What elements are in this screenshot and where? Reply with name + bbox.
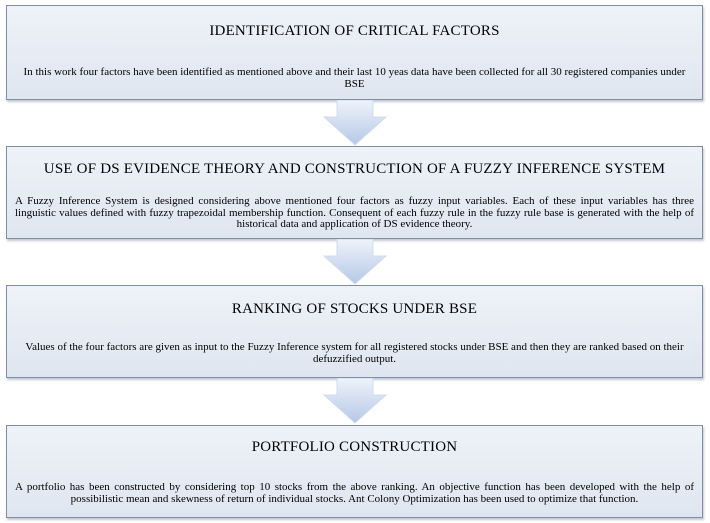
step-box-ds-evidence-fis: USE OF DS EVIDENCE THEORY AND CONSTRUCTI…: [6, 146, 703, 239]
step-box-portfolio: PORTFOLIO CONSTRUCTION A portfolio has b…: [6, 425, 703, 518]
down-arrow-icon: [322, 378, 388, 424]
step-title: IDENTIFICATION OF CRITICAL FACTORS: [209, 23, 500, 39]
step-title: PORTFOLIO CONSTRUCTION: [251, 439, 458, 455]
down-arrow-icon: [322, 239, 388, 285]
step-title: RANKING OF STOCKS UNDER BSE: [231, 301, 478, 317]
step-box-identification: IDENTIFICATION OF CRITICAL FACTORS In th…: [6, 5, 703, 100]
step-description: A portfolio has been constructed by cons…: [15, 481, 694, 505]
step-description: Values of the four factors are given as …: [25, 341, 684, 365]
step-description: A Fuzzy Inference System is designed con…: [15, 195, 694, 230]
down-arrow-icon: [322, 100, 388, 146]
step-title: USE OF DS EVIDENCE THEORY AND CONSTRUCTI…: [43, 161, 666, 177]
step-description: In this work four factors have been iden…: [23, 66, 686, 90]
step-box-ranking: RANKING OF STOCKS UNDER BSE Values of th…: [6, 285, 703, 378]
